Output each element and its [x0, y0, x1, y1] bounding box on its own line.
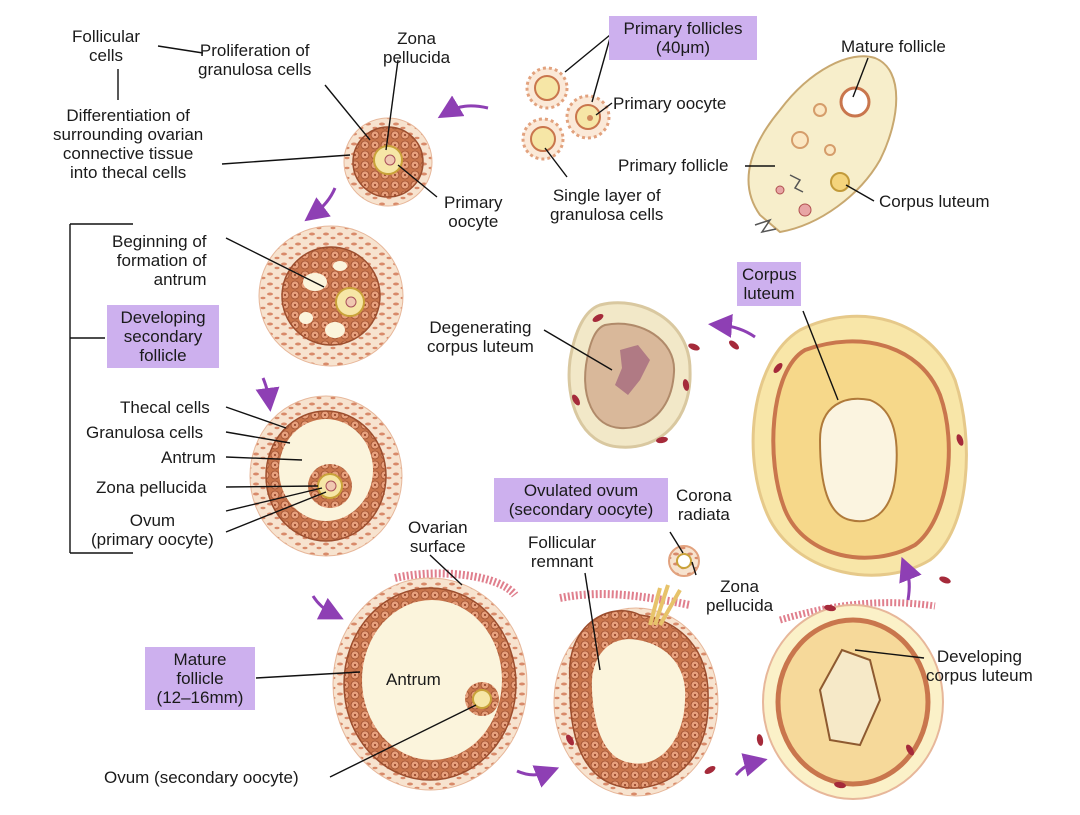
label-differentiation-thecal: Differentiation of surrounding ovarian c…	[53, 106, 204, 182]
label-follicular-cells: Follicular cells	[72, 27, 141, 65]
box-corpus-luteum: Corpus luteum	[737, 262, 801, 306]
label-antrum-left: Antrum	[161, 448, 216, 467]
ovary	[747, 55, 898, 234]
box-primary-follicles: Primary follicles (40μm)	[609, 16, 757, 60]
label-antrum-bottom: Antrum	[386, 670, 441, 689]
arrow-7	[899, 556, 922, 601]
arrow-5	[516, 765, 560, 788]
growing-primary-follicle	[343, 117, 433, 207]
degenerating-corpus-luteum	[567, 301, 692, 449]
label-zona-pellucida-top: Zona pellucida	[383, 29, 451, 67]
secondary-follicle	[249, 395, 403, 557]
leader-lines	[69, 34, 925, 778]
ruptured-follicle	[553, 584, 719, 797]
label-granulosa-cells: Granulosa cells	[86, 423, 204, 442]
box-ovulated-ovum: Ovulated ovum (secondary oocyte)	[494, 478, 668, 522]
blood-cells	[566, 314, 964, 789]
box-developing-secondary-follicle: Developing secondary follicle	[107, 305, 219, 368]
box-mature-follicle: Mature follicle (12–16mm)	[145, 647, 255, 710]
label-degenerating-corpus-luteum: Degenerating corpus luteum	[427, 318, 534, 356]
label-follicular-remnant: Follicular remnant	[528, 533, 597, 571]
mature-follicle	[332, 569, 528, 791]
label-ovum-primary-oocyte: Ovum (primary oocyte)	[91, 511, 214, 549]
corpus-luteum	[751, 314, 968, 577]
primary-follicle-1	[525, 66, 569, 110]
primary-follicle-3	[521, 117, 565, 161]
label-corpus-luteum-ovary: Corpus luteum	[879, 192, 990, 211]
label-mature-follicle-ovary: Mature follicle	[841, 37, 946, 56]
label-proliferation-granulosa: Proliferation of granulosa cells	[198, 41, 312, 79]
primary-follicle-2	[565, 94, 611, 140]
label-developing-corpus-luteum: Developing corpus luteum	[926, 647, 1033, 685]
arrow-4	[311, 595, 344, 620]
flow-arrows	[255, 95, 922, 788]
label-ovum-secondary-oocyte: Ovum (secondary oocyte)	[104, 768, 299, 787]
early-secondary-follicle	[258, 225, 404, 367]
label-single-layer-granulosa: Single layer of granulosa cells	[550, 186, 664, 224]
arrow-3	[255, 377, 280, 412]
arrow-6	[734, 753, 768, 777]
arrow-1	[437, 95, 489, 119]
developing-corpus-luteum	[762, 599, 944, 800]
label-thecal-cells: Thecal cells	[120, 398, 210, 417]
arrow-8	[708, 313, 756, 339]
label-primary-oocyte-right: Primary oocyte	[613, 94, 727, 113]
label-primary-follicle-ovary: Primary follicle	[618, 156, 729, 175]
ovulated-ovum	[668, 545, 700, 577]
label-zona-pellucida-bottom: Zona pellucida	[706, 577, 774, 615]
label-ovarian-surface: Ovarian surface	[408, 518, 468, 556]
label-zona-pellucida-left: Zona pellucida	[96, 478, 207, 497]
label-beginning-antrum: Beginning of formation of antrum	[112, 232, 207, 289]
label-primary-oocyte-top: Primary oocyte	[444, 193, 503, 231]
arrow-2	[304, 187, 337, 222]
label-corona-radiata: Corona radiata	[676, 486, 732, 524]
